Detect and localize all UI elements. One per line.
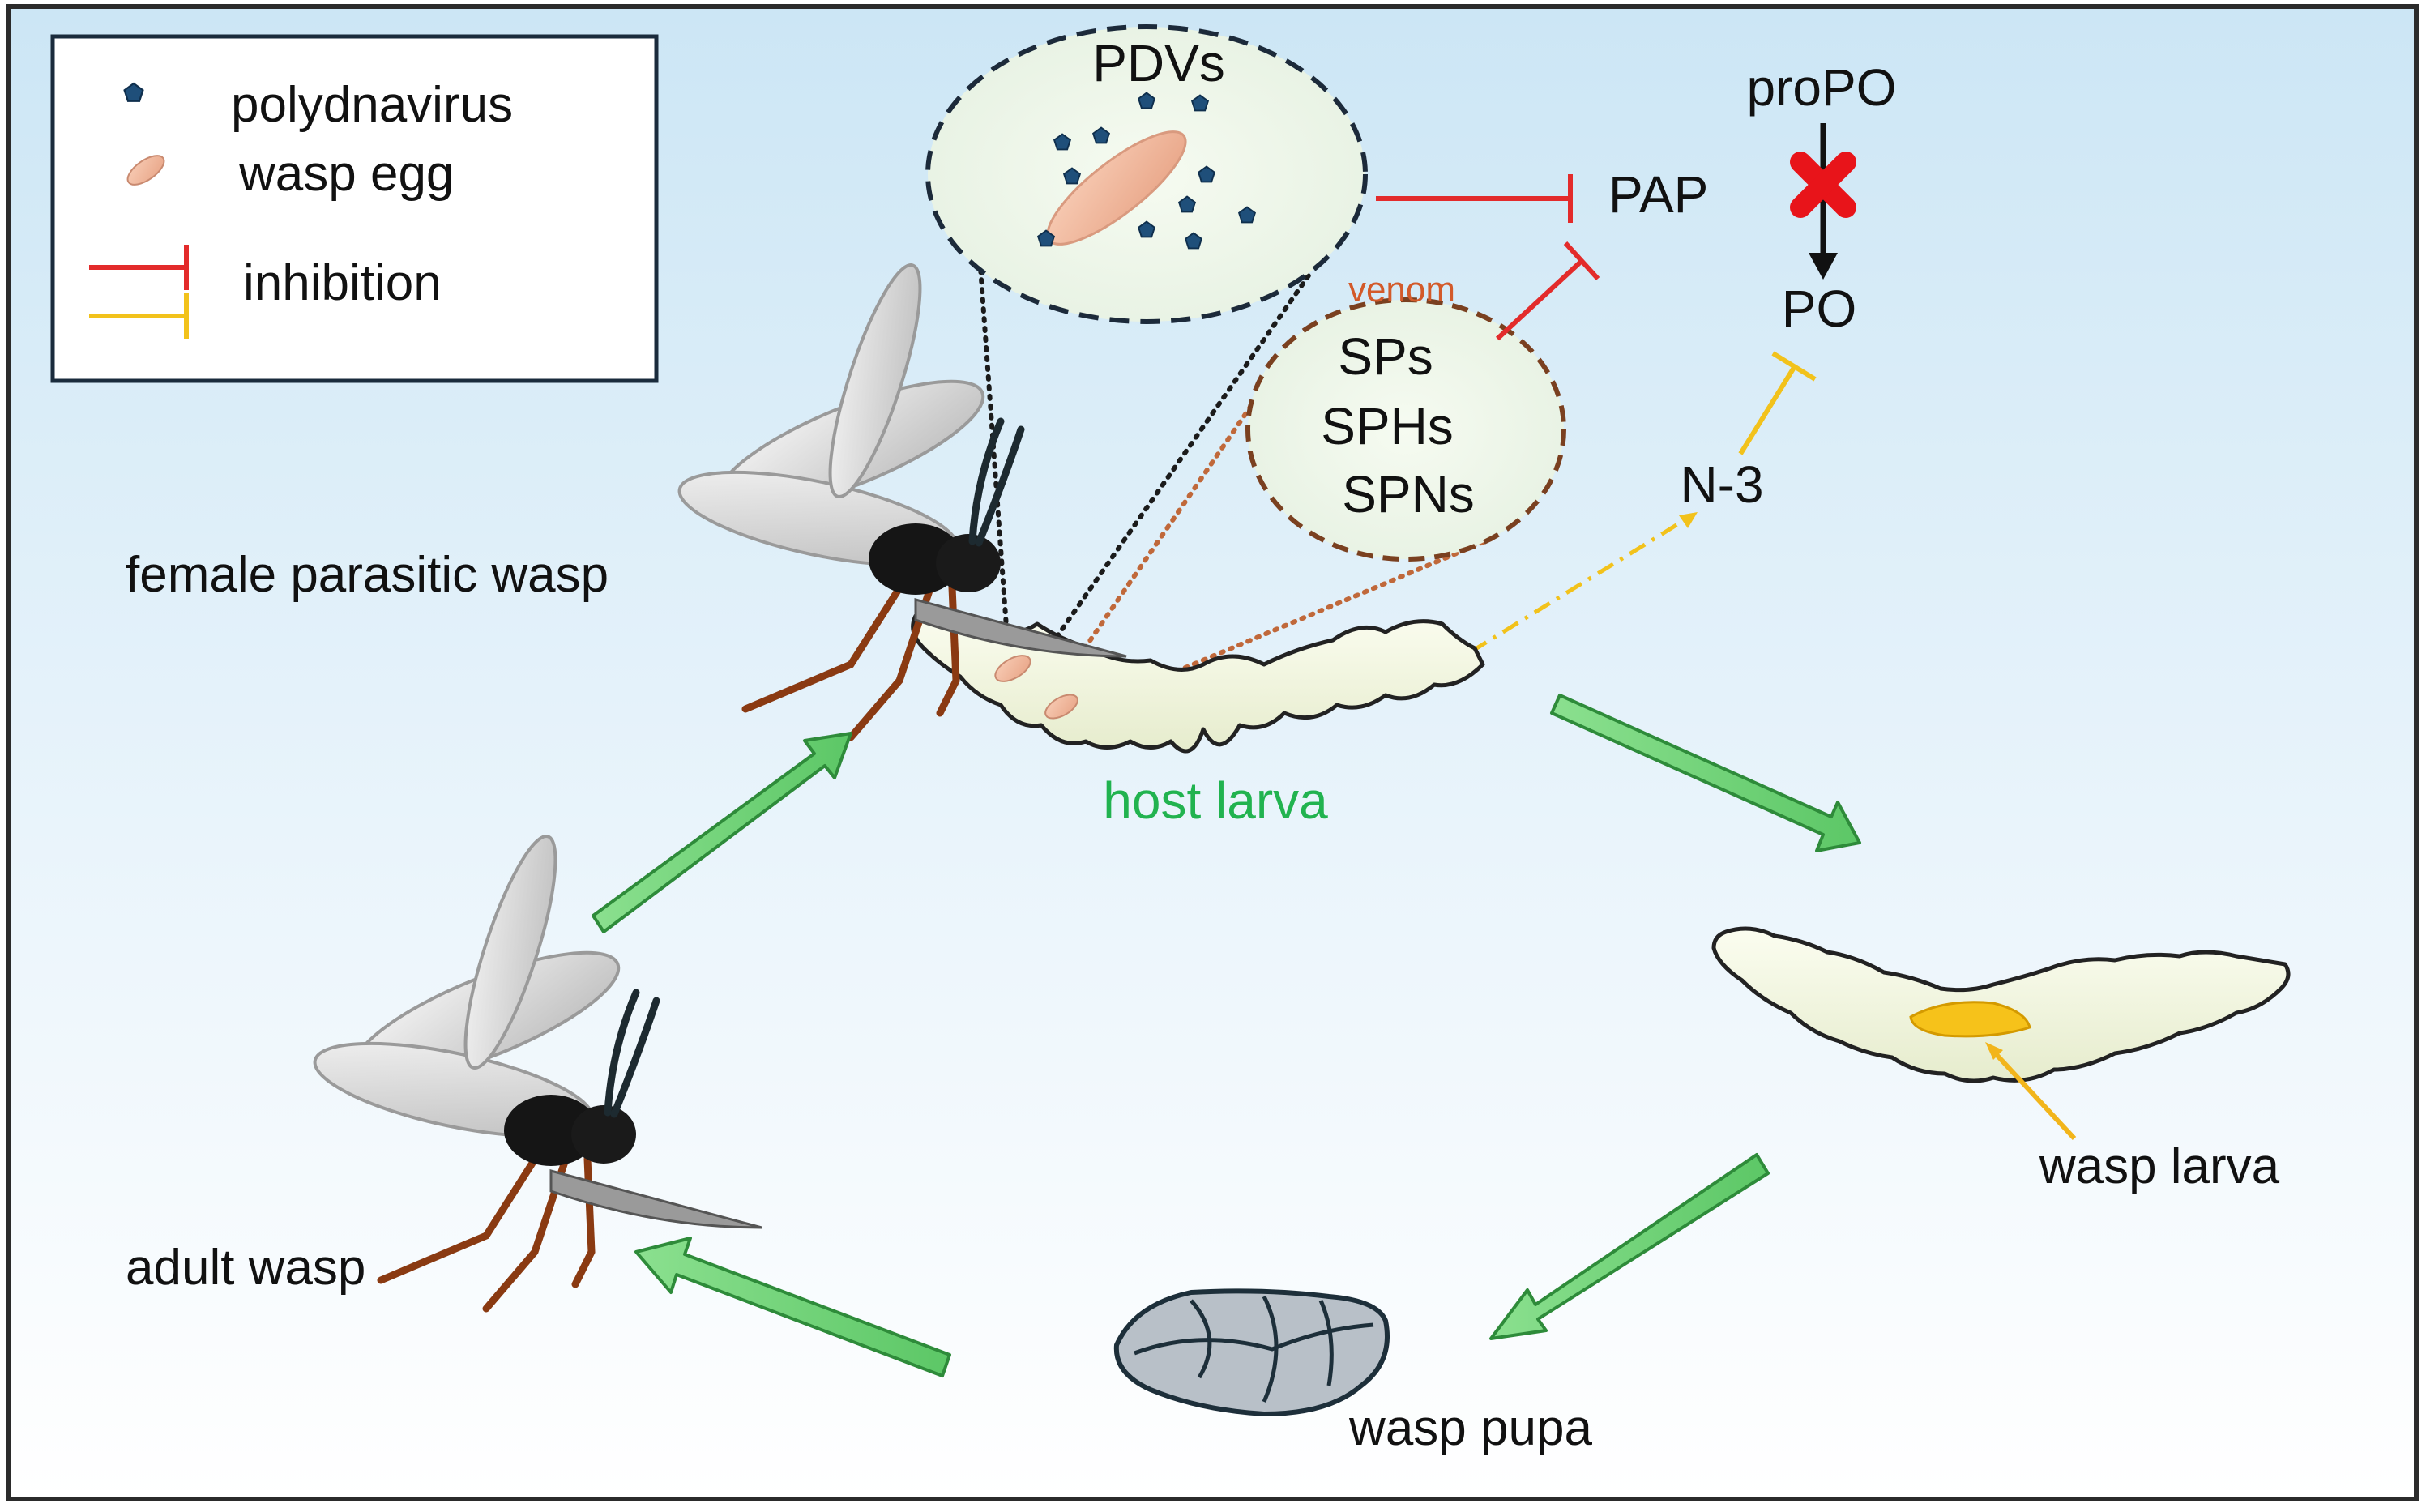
- wasp-pupa-illustration: [1113, 1288, 1390, 1416]
- venom-inhibits-pap-line: [1495, 241, 1600, 341]
- wasp-larva-label: wasp larva: [2039, 1138, 2280, 1194]
- pap-label: PAP: [1608, 165, 1708, 224]
- wasp-egg-icon: [126, 155, 165, 186]
- venom-bubble: venom SPs SPHs SPNs: [1245, 270, 1566, 562]
- female-wasp-label: female parasitic wasp: [126, 547, 609, 603]
- adult-wasp-label: adult wasp: [126, 1240, 365, 1296]
- cycle-arrow-pupa-to-adult-shape: [634, 1237, 951, 1377]
- yellow-inhibition-icon: [89, 293, 189, 339]
- venom-item-sps: SPs: [1338, 327, 1433, 386]
- cycle-arrow-host-to-larva-shape: [1550, 694, 1861, 852]
- wasp-larva-illustration: [1711, 926, 2291, 1141]
- host-larva-label: host larva: [1103, 771, 1328, 830]
- legend-wasp-egg-label: wasp egg: [238, 146, 454, 202]
- venom-item-spns: SPNs: [1342, 465, 1475, 523]
- cycle-arrow-larva-to-pupa-shape: [1489, 1153, 1770, 1340]
- cycle-arrow-shapes: [592, 694, 1861, 1377]
- venom-label: venom: [1348, 270, 1455, 310]
- pdv-inhibits-pap-line: [1376, 174, 1573, 223]
- wasp-egg-icon: [1044, 694, 1078, 720]
- n3-inhibits-po-line: [1738, 351, 1817, 455]
- n3-label: N-3: [1680, 455, 1763, 514]
- wasp-egg-icon: [994, 655, 1031, 682]
- legend-polydnavirus-label: polydnavirus: [231, 77, 513, 133]
- connector-lines: [978, 265, 1493, 715]
- pdv-bubble-title: PDVs: [1092, 34, 1225, 92]
- wasp-larva-body: [1909, 1001, 2031, 1038]
- propo-label: proPO: [1747, 58, 1897, 117]
- legend-inhibition-label: inhibition: [243, 255, 442, 311]
- legend-box: polydnavirus wasp egg inhibition: [50, 34, 659, 383]
- venom-item-sphs: SPHs: [1321, 397, 1454, 455]
- blocked-cross-icon: [1790, 152, 1856, 218]
- cycle-arrow-adult-to-female-shape: [592, 732, 852, 933]
- wasp-pupa-label: wasp pupa: [1348, 1400, 1592, 1456]
- wasp-larva-pointer: [1987, 1044, 2077, 1141]
- pdv-bubble: PDVs: [925, 24, 1368, 324]
- po-label: PO: [1782, 280, 1856, 338]
- red-inhibition-icon: [89, 245, 189, 290]
